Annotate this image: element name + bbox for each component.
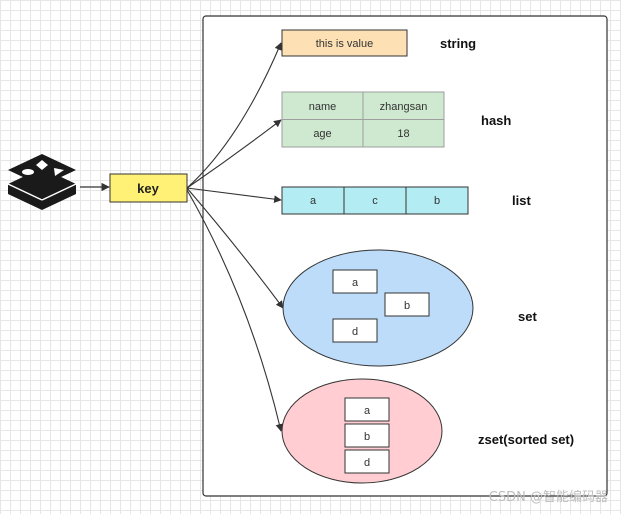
- watermark: CSDN @智能编码器: [489, 490, 608, 505]
- arrow-to-string: [186, 42, 282, 189]
- hash-label: hash: [481, 113, 511, 128]
- list-node: a c b: [281, 186, 469, 215]
- list-item: c: [372, 195, 378, 207]
- arrow-to-list: [186, 187, 282, 203]
- zset-item: d: [364, 457, 370, 469]
- list-item: a: [310, 195, 317, 207]
- list-label: list: [512, 193, 531, 208]
- key-label: key: [137, 181, 159, 196]
- string-label: string: [440, 36, 476, 51]
- arrow-to-hash: [186, 119, 282, 189]
- hash-cell: age: [313, 128, 331, 140]
- zset-node: a b d: [281, 378, 443, 484]
- hash-cell: name: [309, 101, 337, 113]
- set-label: set: [518, 309, 537, 324]
- zset-label: zset(sorted set): [478, 432, 574, 447]
- arrow-to-set: [186, 187, 284, 309]
- zset-item: a: [364, 405, 371, 417]
- hash-cell: 18: [397, 128, 409, 140]
- redis-logo-icon: [7, 154, 77, 210]
- list-item: b: [434, 195, 440, 207]
- set-item: a: [352, 277, 359, 289]
- set-node: a b d: [282, 249, 474, 367]
- hash-table: name zhangsan age 18: [281, 91, 445, 148]
- key-arrows: [186, 42, 284, 432]
- string-value: this is value: [316, 38, 373, 50]
- set-item: b: [404, 300, 410, 312]
- string-node: this is value: [281, 29, 408, 57]
- arrow-to-zset: [186, 189, 284, 432]
- set-item: d: [352, 326, 358, 338]
- zset-item: b: [364, 431, 370, 443]
- hash-cell: zhangsan: [380, 101, 428, 113]
- key-node: key: [109, 173, 188, 203]
